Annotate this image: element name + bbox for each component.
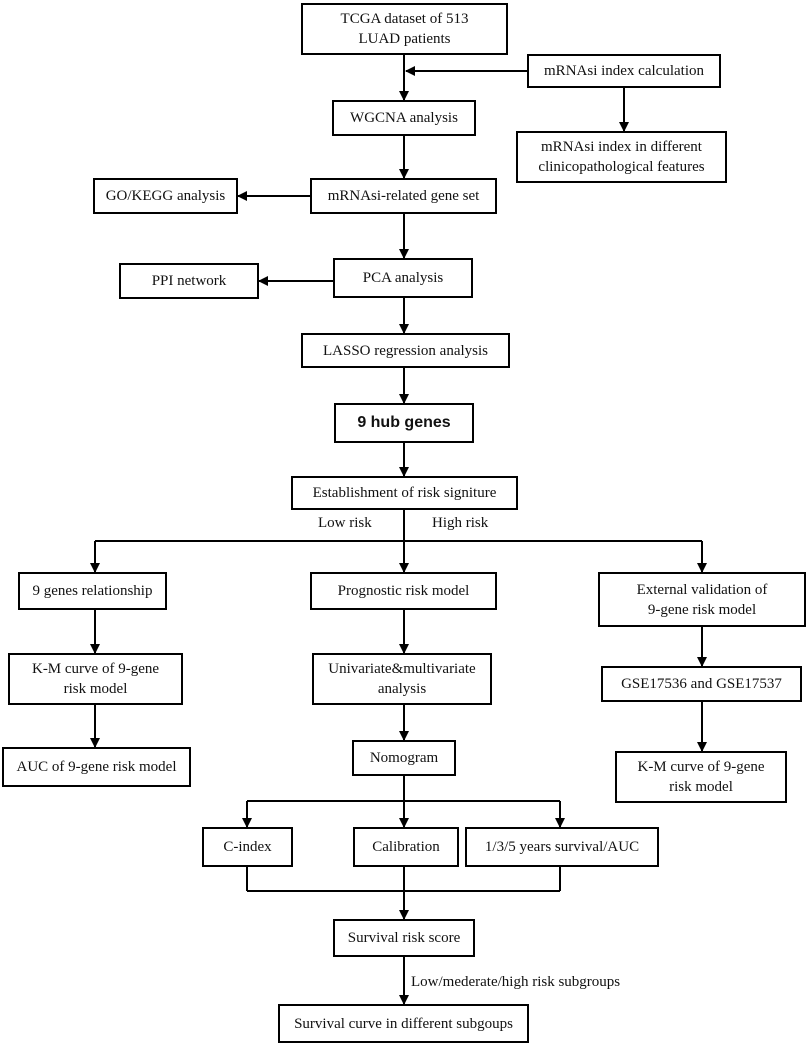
node-mrnasi-calculation: mRNAsi index calculation xyxy=(527,54,721,88)
edge-label-high-risk: High risk xyxy=(432,515,489,531)
node-hub-genes: 9 hub genes xyxy=(334,403,474,443)
node-tcga-dataset: TCGA dataset of 513 LUAD patients xyxy=(301,3,508,55)
node-nomogram: Nomogram xyxy=(352,740,456,776)
node-genes-relationship: 9 genes relationship xyxy=(18,572,167,610)
node-go-kegg: GO/KEGG analysis xyxy=(93,178,238,214)
edge-label-subgroups: Low/mederate/high risk subgroups xyxy=(411,974,621,990)
node-calibration: Calibration xyxy=(353,827,459,867)
node-external-validation: External validation of 9-gene risk model xyxy=(598,572,806,627)
node-gse-datasets: GSE17536 and GSE17537 xyxy=(601,666,802,702)
node-mrnasi-features: mRNAsi index in different clinicopatholo… xyxy=(516,131,727,183)
node-lasso: LASSO regression analysis xyxy=(301,333,510,368)
node-km-curve-left: K-M curve of 9-gene risk model xyxy=(8,653,183,705)
node-wgcna-analysis: WGCNA analysis xyxy=(332,100,476,136)
node-pca-analysis: PCA analysis xyxy=(333,258,473,298)
node-univariate: Univariate&multivariate analysis xyxy=(312,653,492,705)
node-survival-curve: Survival curve in different subgoups xyxy=(278,1004,529,1043)
node-c-index: C-index xyxy=(202,827,293,867)
node-risk-score: Survival risk score xyxy=(333,919,475,957)
node-auc-left: AUC of 9-gene risk model xyxy=(2,747,191,787)
edge-label-low-risk: Low risk xyxy=(318,515,372,531)
node-survival-auc: 1/3/5 years survival/AUC xyxy=(465,827,659,867)
node-ppi-network: PPI network xyxy=(119,263,259,299)
node-gene-set: mRNAsi-related gene set xyxy=(310,178,497,214)
node-risk-signature: Establishment of risk signiture xyxy=(291,476,518,510)
node-prognostic-model: Prognostic risk model xyxy=(310,572,497,610)
node-km-curve-right: K-M curve of 9-gene risk model xyxy=(615,751,787,803)
